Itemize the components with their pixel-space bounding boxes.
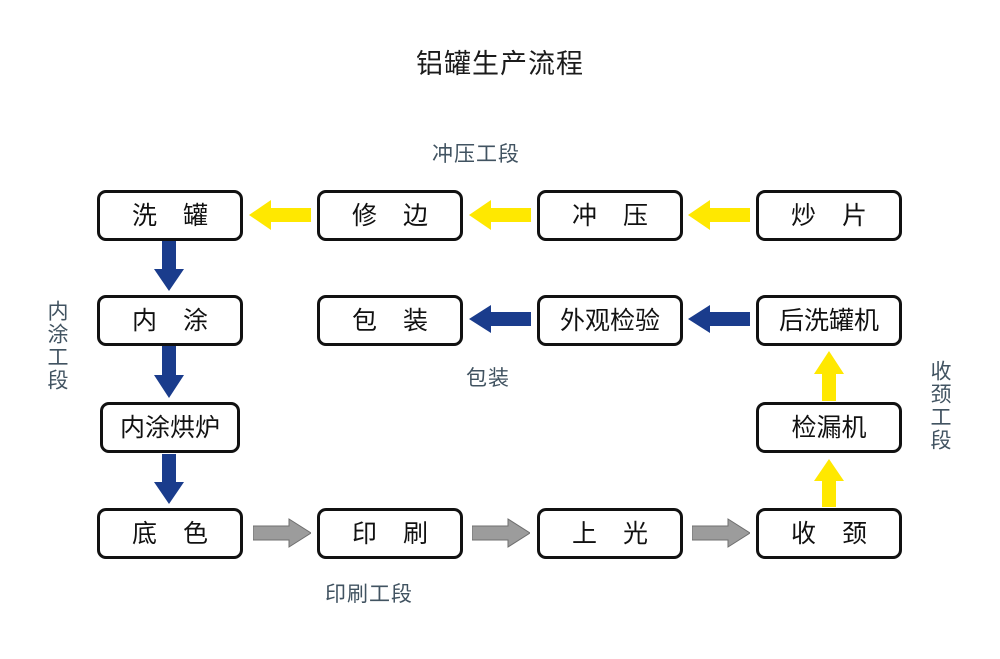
arrow-post-washer-to-visual-check xyxy=(688,302,750,336)
arrow-base-color-to-printing xyxy=(253,516,311,550)
arrow-printing-to-varnish xyxy=(472,516,530,550)
arrow-visual-check-to-packaging xyxy=(469,302,531,336)
node-inner-coat[interactable]: 内 涂 xyxy=(97,295,243,346)
section-label-packaging: 包装 xyxy=(466,366,510,390)
node-trim[interactable]: 修 边 xyxy=(317,190,463,241)
arrow-wash-can-to-inner-coat xyxy=(150,241,188,291)
arrow-cut-sheet-to-stamp xyxy=(688,196,750,234)
node-inner-coat-oven[interactable]: 内涂烘炉 xyxy=(100,402,240,453)
arrow-stamp-to-trim xyxy=(469,196,531,234)
arrow-varnish-to-necking xyxy=(692,516,750,550)
section-label-stamping: 冲压工段 xyxy=(432,142,520,166)
arrow-inner-coat-to-oven xyxy=(150,346,188,398)
node-base-color[interactable]: 底 色 xyxy=(97,508,243,559)
arrow-leak-tester-to-post-washer xyxy=(810,351,848,401)
section-label-necking: 收颈工段 xyxy=(928,360,952,452)
page-title: 铝罐生产流程 xyxy=(416,49,584,80)
node-packaging[interactable]: 包 装 xyxy=(317,295,463,346)
node-cut-sheet[interactable]: 炒 片 xyxy=(756,190,902,241)
arrow-necking-to-leak-tester xyxy=(810,459,848,507)
arrow-trim-to-wash-can xyxy=(249,196,311,234)
section-label-printing: 印刷工段 xyxy=(325,582,413,606)
node-visual-check[interactable]: 外观检验 xyxy=(537,295,683,346)
node-leak-tester[interactable]: 检漏机 xyxy=(756,402,902,453)
arrow-oven-to-base-color xyxy=(150,454,188,504)
node-stamp[interactable]: 冲 压 xyxy=(537,190,683,241)
node-printing[interactable]: 印 刷 xyxy=(317,508,463,559)
node-necking[interactable]: 收 颈 xyxy=(756,508,902,559)
node-post-washer[interactable]: 后洗罐机 xyxy=(756,295,902,346)
section-label-inner-coating: 内涂工段 xyxy=(45,300,69,392)
node-varnish[interactable]: 上 光 xyxy=(537,508,683,559)
node-wash-can[interactable]: 洗 罐 xyxy=(97,190,243,241)
